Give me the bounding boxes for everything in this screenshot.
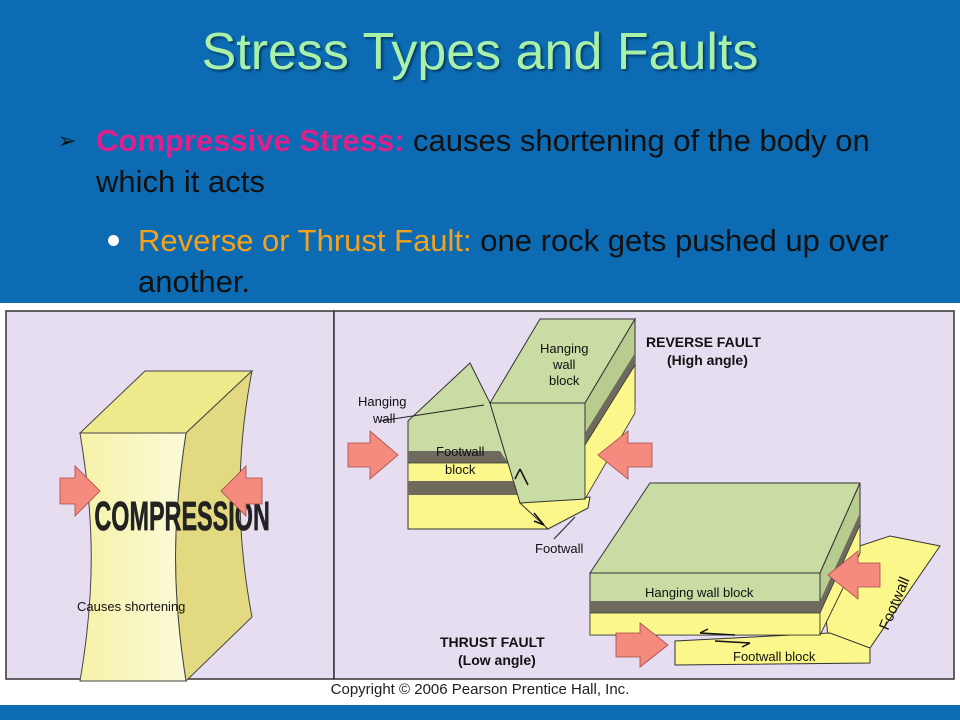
bullet-text: Reverse or Thrust Fault: one rock gets p… <box>138 220 938 302</box>
thrust-hanging-wall-block-label: Hanging wall block <box>645 585 754 600</box>
reverse-hanging-wall-block-label-2: wall <box>552 357 576 372</box>
slide-title: Stress Types and Faults <box>201 23 759 81</box>
reverse-hanging-wall-block-label-1: Hanging <box>540 341 588 356</box>
bullet-text: Compressive Stress: causes shortening of… <box>96 120 936 202</box>
bullet-term: Compressive Stress: <box>96 123 405 158</box>
reverse-fault-title: REVERSE FAULT <box>646 334 761 350</box>
thrust-fault-arrows <box>615 550 881 668</box>
copyright-text: Copyright © 2006 Pearson Prentice Hall, … <box>330 681 630 698</box>
reverse-footwall-label: Footwall <box>535 541 584 556</box>
fault-figure: COMPRESSION Causes shortening <box>0 303 960 705</box>
leader-line <box>553 516 576 540</box>
bullet-term: Reverse or Thrust Fault: <box>138 223 472 258</box>
reverse-hanging-wall-block-label-3: block <box>549 373 580 388</box>
reverse-footwall-block-label-2: block <box>445 462 476 477</box>
thrust-fault-subtitle: (Low angle) <box>458 652 536 668</box>
left-compression-arrow <box>59 465 101 517</box>
leader-line <box>379 404 485 422</box>
bottom-stripe <box>0 705 960 720</box>
reverse-hanging-wall-label-1: Hanging <box>358 394 406 409</box>
fault-diagram: COMPRESSION Causes shortening <box>5 310 955 683</box>
thrust-footwall-block-label: Footwall block <box>733 649 816 664</box>
bullet-description: causes shortening of the body on which i… <box>96 123 870 199</box>
reverse-fault-subtitle: (High angle) <box>667 352 748 368</box>
right-compression-arrow <box>220 465 263 517</box>
dot-bullet-icon <box>108 235 119 246</box>
reverse-hanging-wall-label-2: wall <box>372 411 396 426</box>
reverse-footwall-block-label-1: Footwall <box>436 444 485 459</box>
thrust-fault-title: THRUST FAULT <box>440 634 545 650</box>
reverse-fault-footwall <box>407 362 591 530</box>
reverse-fault-arrows <box>347 430 653 526</box>
reverse-fault-hanging-wall <box>489 317 636 504</box>
arrow-bullet-icon: ➢ <box>58 128 77 153</box>
causes-shortening-caption: Causes shortening <box>77 599 185 614</box>
compression-block: COMPRESSION <box>78 369 270 683</box>
bullet-description: one rock gets pushed up over another. <box>138 223 889 299</box>
slide-header: Stress Types and Faults ➢ Compressive St… <box>0 0 960 303</box>
